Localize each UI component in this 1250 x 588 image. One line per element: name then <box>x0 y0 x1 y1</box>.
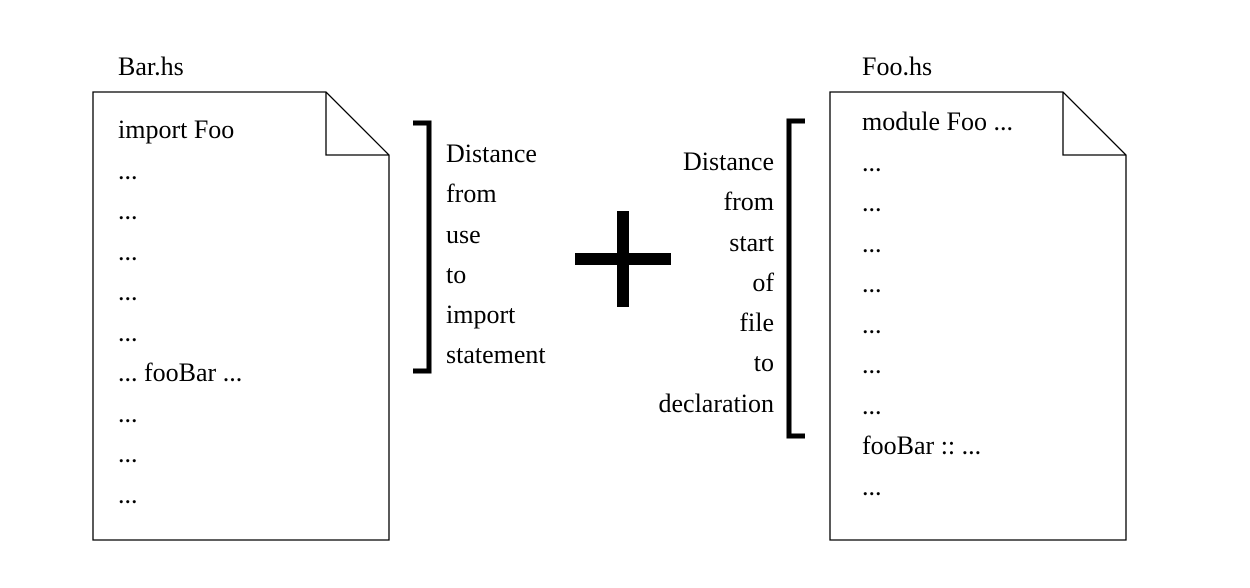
bar-hs-line-4: ... <box>118 236 138 266</box>
bar-hs-line-10: ... <box>118 479 138 509</box>
foo-hs-line-2: ... <box>862 147 882 177</box>
right-annotation-word-6: to <box>753 348 774 378</box>
foo-hs-line-3: ... <box>862 188 882 217</box>
foo-hs-line-4: ... <box>862 228 882 258</box>
right-annotation-word-4: of <box>752 267 774 297</box>
foo-hs-line-1: module Foo ... <box>862 107 1013 136</box>
right-bracket <box>786 118 805 439</box>
bar-hs-line-5: ... <box>118 277 138 306</box>
bar-hs-code-lines: import Foo............... ... fooBar ....… <box>118 115 242 520</box>
right-annotation-word-1: Distance <box>683 147 774 176</box>
foo-hs-document-shape <box>829 91 1127 541</box>
foo-hs-line-8: ... <box>862 390 882 420</box>
left-bracket <box>413 120 432 374</box>
bar-hs-line-1: import Foo <box>118 115 235 144</box>
bar-hs-line-7: ... fooBar ... <box>118 358 243 387</box>
right-annotation-word-3: start <box>729 227 774 257</box>
right-annotation-word-5: file <box>739 308 774 338</box>
left-annotation-word-6: statement <box>446 340 546 370</box>
distance-start-to-declaration-label: Distance from start of file to declaration <box>659 147 775 429</box>
plus-sign <box>575 211 671 307</box>
right-annotation-word-2: from <box>723 187 774 217</box>
foo-hs-line-9: fooBar :: ... <box>862 431 982 460</box>
bar-hs-line-2: ... <box>118 155 138 185</box>
left-annotation-word-1: Distance <box>446 139 537 168</box>
foo-hs-line-5: ... <box>862 269 882 298</box>
foo-hs-line-6: ... <box>862 309 882 339</box>
bar-hs-document-shape <box>92 91 390 541</box>
distance-use-to-import-label: Distance from use to import statement <box>446 139 546 381</box>
left-annotation-word-3: use <box>446 219 481 249</box>
foo-hs-line-7: ... <box>862 350 882 379</box>
left-annotation-word-5: import <box>446 300 516 330</box>
bar-hs-line-6: ... <box>118 317 138 347</box>
bar-hs-line-8: ... <box>118 398 138 428</box>
foo-hs-title: Foo.hs <box>862 52 933 81</box>
foo-hs-code-lines: module Foo ........................ fooBa… <box>862 107 1013 512</box>
left-annotation-word-4: to <box>446 259 467 289</box>
left-annotation-word-2: from <box>446 179 497 209</box>
right-annotation-word-7: declaration <box>658 388 775 418</box>
foo-hs-line-10: ... <box>862 471 882 501</box>
bar-hs-line-3: ... <box>118 196 138 225</box>
bar-hs-line-9: ... <box>118 439 138 468</box>
bar-hs-title: Bar.hs <box>118 52 184 81</box>
